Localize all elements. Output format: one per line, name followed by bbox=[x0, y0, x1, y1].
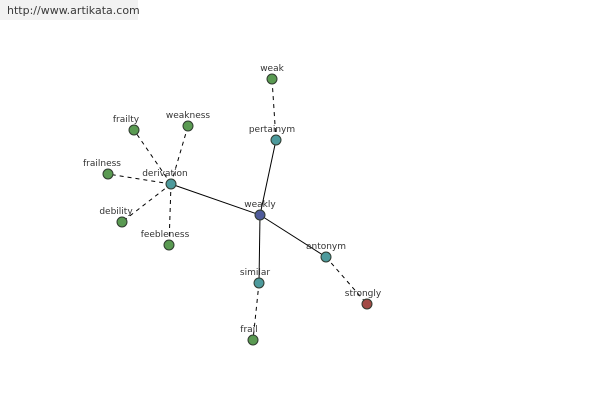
node-antonym[interactable] bbox=[320, 251, 332, 263]
edge-derivation-debility bbox=[121, 183, 172, 223]
edge-derivation-frailty bbox=[133, 129, 172, 185]
edge-weakly-derivation bbox=[170, 183, 261, 216]
node-label-frailty[interactable]: frailty bbox=[113, 115, 140, 125]
node-strongly[interactable] bbox=[361, 298, 373, 310]
node-pertainym[interactable] bbox=[270, 134, 282, 146]
graph-labels: weakly derivation pertainym antonym similar w… bbox=[83, 64, 382, 335]
edge-antonym-strongly bbox=[325, 256, 368, 305]
graph-nodes bbox=[102, 73, 373, 346]
node-weakly[interactable] bbox=[254, 209, 266, 221]
edge-derivation-feebleness bbox=[168, 183, 172, 246]
node-label-similar[interactable]: similar bbox=[240, 268, 270, 278]
node-weakness[interactable] bbox=[182, 120, 194, 132]
graph-edges bbox=[107, 78, 368, 341]
edge-derivation-frailness bbox=[107, 173, 172, 185]
edge-pertainym-weak bbox=[271, 78, 277, 141]
node-label-derivation[interactable]: derivation bbox=[142, 169, 188, 179]
node-feebleness[interactable] bbox=[163, 239, 175, 251]
node-frailness[interactable] bbox=[102, 168, 114, 180]
node-frailty[interactable] bbox=[128, 124, 140, 136]
node-label-strongly[interactable]: strongly bbox=[345, 289, 382, 299]
node-frail[interactable] bbox=[247, 334, 259, 346]
node-label-frailness[interactable]: frailness bbox=[83, 159, 121, 169]
edge-similar-frail bbox=[252, 282, 260, 341]
node-label-weak[interactable]: weak bbox=[260, 64, 284, 74]
node-label-antonym[interactable]: antonym bbox=[306, 242, 346, 252]
url-banner: http://www.artikata.com bbox=[0, 0, 140, 20]
edge-weakly-pertainym bbox=[259, 139, 277, 216]
node-similar[interactable] bbox=[253, 277, 265, 289]
node-label-feebleness[interactable]: feebleness bbox=[141, 230, 190, 240]
node-label-debility[interactable]: debility bbox=[99, 207, 133, 217]
node-label-weakly[interactable]: weakly bbox=[244, 200, 276, 210]
node-label-frail[interactable]: frail bbox=[240, 325, 257, 335]
edge-weakly-similar bbox=[258, 214, 261, 284]
edge-weakly-antonym bbox=[259, 214, 327, 258]
node-debility[interactable] bbox=[116, 216, 128, 228]
node-derivation[interactable] bbox=[165, 178, 177, 190]
node-weak[interactable] bbox=[266, 73, 278, 85]
node-label-weakness[interactable]: weakness bbox=[166, 111, 211, 121]
edge-derivation-weakness bbox=[170, 125, 189, 185]
node-label-pertainym[interactable]: pertainym bbox=[249, 125, 295, 135]
site-url-link[interactable]: http://www.artikata.com bbox=[7, 4, 140, 17]
